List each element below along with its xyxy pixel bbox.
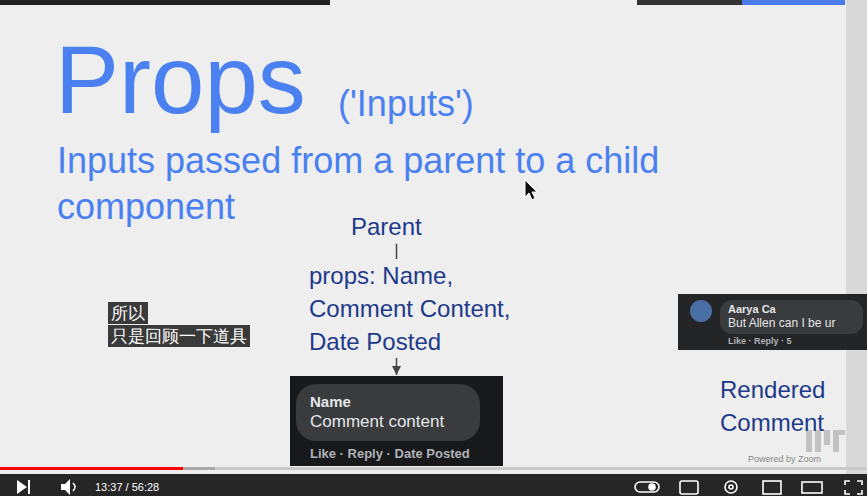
parent-label: Parent [349,213,424,242]
comment-text: But Allen can I be ur [728,316,855,331]
progress-track [0,467,867,470]
volume-icon [61,479,70,495]
controls-icons [17,479,75,495]
time-display: 13:37 / 56:28 [95,481,159,494]
watermark: Powered by Zoom [748,454,821,465]
comment-card: NameComment contentLike · Reply · Date P… [290,376,503,466]
caption-text: 所以 只是回顾一下道具 [108,302,250,347]
miniplayer-icon [763,481,781,494]
theater-icon [802,482,822,493]
comment-actions: Like · Reply · 5 [728,336,863,347]
mouse-cursor [525,180,537,200]
edge-label: props: Name, Comment Content, Date Poste… [309,259,531,358]
volume-icon [73,483,75,491]
top-bar [742,0,845,5]
slide-title: Props [55,32,306,128]
autoplay-toggle [635,482,659,492]
progress-buffered [0,467,215,470]
comment-author: Name [310,392,466,411]
side-strip [846,0,867,474]
comment-text: Comment content [310,411,466,433]
avatar [690,300,712,322]
autoplay-toggle [649,484,655,490]
controls-bar [0,474,867,496]
top-bar [637,0,742,5]
next-icon [17,480,27,494]
logo-bar [833,430,845,435]
next-icon [28,480,30,494]
logo-bar [824,430,830,445]
comment-panel: Aarya CaBut Allen can I be ur Like · Repl… [678,294,867,350]
subtitles-icon [680,481,698,494]
subtitle-note: ('Inputs') [338,86,474,122]
settings-icon [725,481,737,493]
controls-icons [635,481,862,494]
comment-bubble: NameComment content [296,384,480,441]
side-label: Rendered Comment [720,373,850,439]
comment-actions: Like · Reply · Date Posted [310,446,470,462]
comment-bubble: Aarya CaBut Allen can I be ur [720,300,863,334]
fullscreen-icon [845,481,862,494]
caption-box: 所以 只是回顾一下道具 [108,302,268,348]
progress-played [0,467,183,470]
node-label: Parent [351,213,422,242]
settings-icon [729,485,733,489]
comment-author: Aarya Ca [728,303,855,316]
top-bar [0,0,330,5]
